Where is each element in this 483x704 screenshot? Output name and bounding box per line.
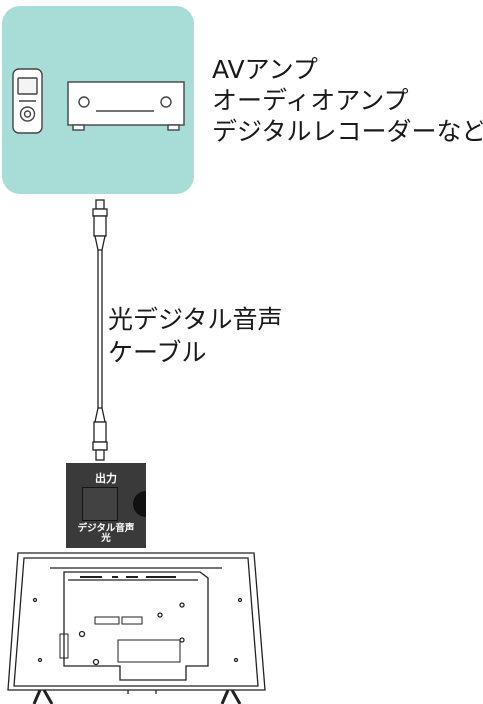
device-caption-line-3: デジタルレコーダーなど — [212, 117, 483, 146]
device-caption-line-1: AVアンプ — [212, 55, 318, 84]
cable-caption: 光デジタル音声 ケーブル — [108, 303, 283, 369]
av-amplifier-icon — [67, 81, 185, 131]
optical-port-socket — [82, 487, 118, 521]
adjacent-jack-icon — [133, 491, 146, 517]
voice-recorder-icon — [12, 68, 43, 134]
cable-caption-line-2: ケーブル — [108, 338, 207, 367]
cable-caption-line-1: 光デジタル音声 — [108, 305, 283, 334]
port-type-label-line-2: 光 — [101, 533, 111, 544]
port-output-label: 出力 — [95, 472, 117, 485]
port-type-label: デジタル音声 光 — [66, 524, 146, 544]
device-caption-line-2: オーディオアンプ — [212, 86, 409, 115]
port-type-label-line-1: デジタル音声 — [77, 523, 135, 534]
optical-cable-icon — [92, 199, 108, 461]
device-caption: AVアンプ オーディオアンプ デジタルレコーダーなど — [212, 54, 483, 147]
optical-port-panel: 出力 デジタル音声 光 — [66, 463, 146, 548]
tv-rear-icon — [7, 552, 266, 704]
